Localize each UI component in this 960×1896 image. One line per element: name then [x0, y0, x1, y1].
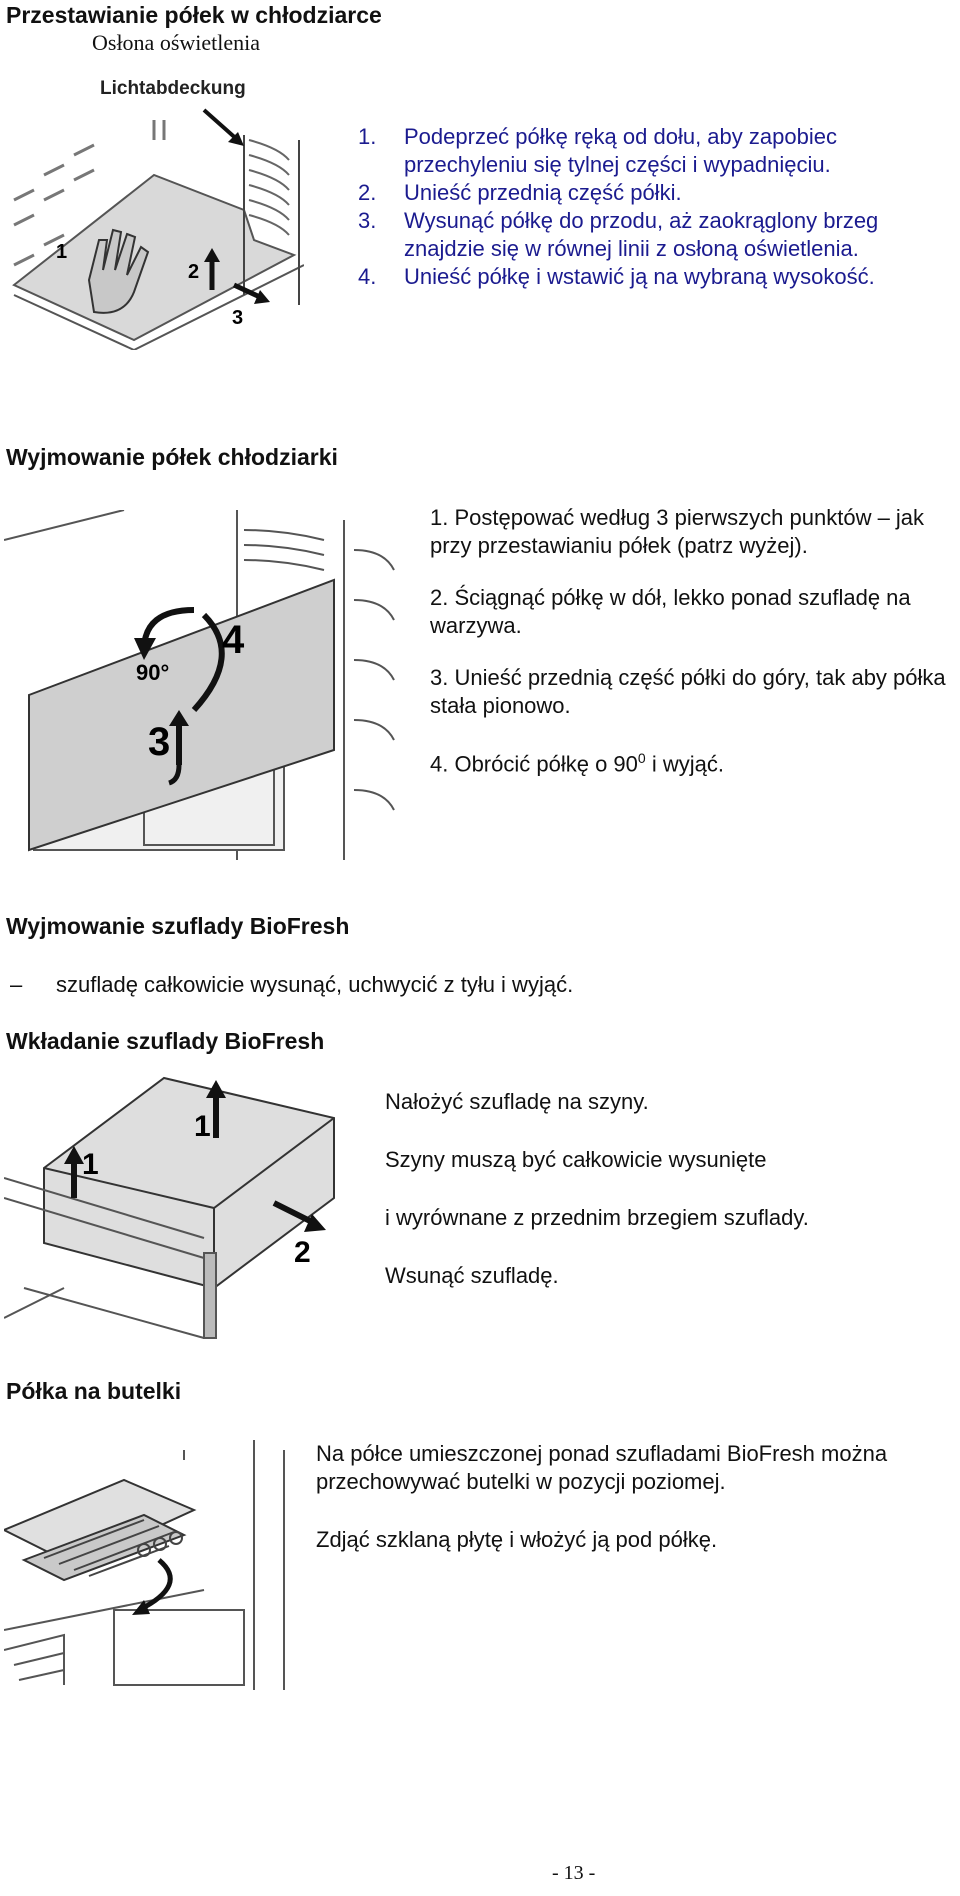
remove-biofresh-text: szufladę całkowicie wysunąć, uchwycić z … [56, 972, 574, 997]
figure-number-1: 1 [56, 241, 67, 263]
figure-label-light-cover: Lichtabdeckung [100, 80, 246, 99]
list-item: 3.Wysunąć półkę do przodu, aż zaokrąglon… [358, 208, 879, 261]
list-item: 4. Obrócić półkę o 900 i wyjąć. [430, 750, 724, 777]
figure-angle-label: 90° [136, 660, 169, 685]
figure-number-3: 3 [148, 720, 170, 764]
section-title-remove-biofresh: Wyjmowanie szuflady BioFresh [6, 913, 350, 939]
figure-shelf-adjust: Lichtabdeckung 1 2 3 [4, 80, 304, 350]
figure-bottle-shelf [4, 1440, 296, 1690]
section-title-remove-shelves: Wyjmowanie półek chłodziarki [6, 444, 338, 470]
shelf-adjust-steps: 1.Podeprzeć półkę ręką od dołu, aby zapo… [358, 123, 948, 291]
figure-remove-shelf: 90° 4 3 [4, 510, 400, 860]
list-item: 2. Ściągnąć półkę w dół, lekko ponad szu… [430, 585, 911, 638]
figure-number-2: 2 [294, 1236, 311, 1269]
list-item: 1. Postępować według 3 pierwszych punktó… [430, 505, 925, 558]
figure-number-1-left: 1 [82, 1148, 99, 1181]
section-title-insert-biofresh: Wkładanie szuflady BioFresh [6, 1028, 325, 1054]
list-item: 1.Podeprzeć półkę ręką od dołu, aby zapo… [358, 124, 837, 177]
insert-biofresh-line-1: Nałożyć szufladę na szyny. [385, 1089, 649, 1114]
section-title-shelf-adjust: Przestawianie półek w chłodziarce [6, 2, 382, 28]
insert-biofresh-line-2: Szyny muszą być całkowicie wysunięte [385, 1147, 767, 1172]
bottle-shelf-para-1: Na półce umieszczonej ponad szufladami B… [316, 1441, 888, 1494]
figure-number-3: 3 [232, 307, 243, 329]
remove-shelf-steps: 1. Postępować według 3 pierwszych punktó… [430, 504, 952, 778]
figure-insert-drawer: 1 1 2 [4, 1058, 340, 1348]
figure-number-2: 2 [188, 261, 199, 283]
insert-biofresh-line-4: Wsunąć szufladę. [385, 1263, 559, 1288]
dash-bullet: – [10, 972, 23, 997]
list-item: 2.Unieść przednią część półki. [358, 180, 682, 205]
list-item: 4.Unieść półkę i wstawić ją na wybraną w… [358, 264, 875, 289]
insert-biofresh-line-3: i wyrównane z przednim brzegiem szuflady… [385, 1205, 809, 1230]
figure-number-4: 4 [222, 618, 245, 662]
bottle-shelf-para-2: Zdjąć szklaną płytę i włożyć ją pod półk… [316, 1527, 718, 1552]
section-subtitle-light-cover: Osłona oświetlenia [92, 30, 261, 55]
figure-number-1-top: 1 [194, 1110, 211, 1143]
list-item: 3. Unieść przednią część półki do góry, … [430, 665, 946, 718]
section-title-bottle-shelf: Półka na butelki [6, 1378, 182, 1404]
page-number: - 13 - [552, 1862, 596, 1884]
